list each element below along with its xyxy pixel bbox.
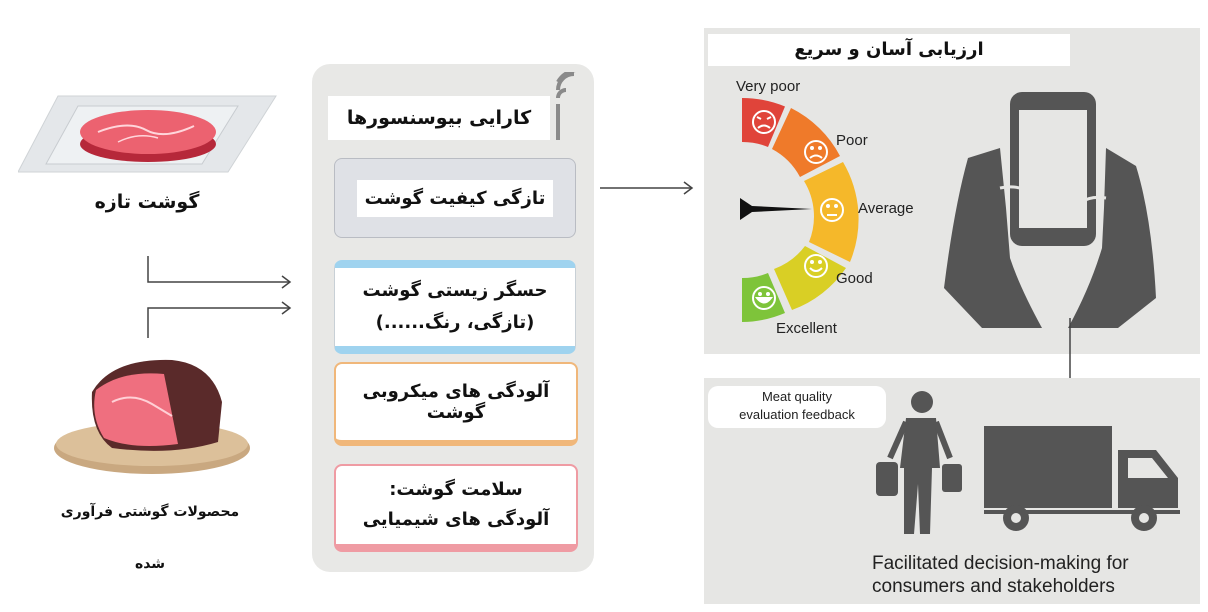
item-freshness-quality: تازگی کیفیت گوشت	[334, 158, 576, 238]
gauge-label-very-poor: Very poor	[736, 78, 801, 95]
gauge-segment-very-poor	[742, 97, 785, 147]
smile-face-icon	[804, 254, 828, 278]
wifi-signal-icon	[556, 72, 577, 140]
item-chemical-contamination: سلامت گوشت: آلودگی های شیمیایی	[334, 464, 578, 552]
smartphone-hands-icon	[944, 92, 1156, 328]
gauge-label-good: Good	[836, 270, 873, 287]
sad-face-icon	[804, 140, 828, 164]
feedback-label: Meat quality evaluation feedback	[708, 386, 886, 428]
decision-making-caption: Facilitated decision-making for consumer…	[872, 553, 1129, 597]
shopper-icon	[876, 391, 962, 534]
gauge-segment-good	[774, 246, 846, 310]
gauge-segment-average	[804, 162, 859, 262]
gauge-label-average: Average	[858, 200, 914, 217]
item-meat-biosensor: حسگر زیستی گوشت (تازگی، رنگ......)	[334, 260, 576, 354]
gauge-segment-poor	[772, 108, 840, 177]
gauge-label-excellent: Excellent	[776, 320, 837, 337]
gauge-pointer	[740, 198, 812, 220]
neutral-face-icon	[820, 198, 844, 222]
happy-face-icon	[752, 286, 776, 310]
truck-icon	[984, 426, 1180, 531]
gauge-label-poor: Poor	[836, 132, 868, 149]
input-connector-arrows	[147, 256, 292, 338]
fresh-meat-illustration	[17, 92, 278, 176]
processed-meat-illustration	[52, 352, 262, 478]
output-arrow	[600, 181, 694, 195]
fresh-meat-label: گوشت تازه	[82, 186, 212, 218]
evaluation-title: ارزیابی آسان و سریع	[708, 34, 1070, 66]
item-microbial-contamination: آلودگی های میکروبی گوشت	[334, 362, 578, 446]
processed-meat-label: محصولات گوشتی فرآوری شده	[60, 486, 240, 572]
quality-gauge	[740, 97, 859, 322]
angry-face-icon	[752, 110, 776, 134]
biosensor-title: کارایی بیوسنسورها	[328, 96, 550, 140]
